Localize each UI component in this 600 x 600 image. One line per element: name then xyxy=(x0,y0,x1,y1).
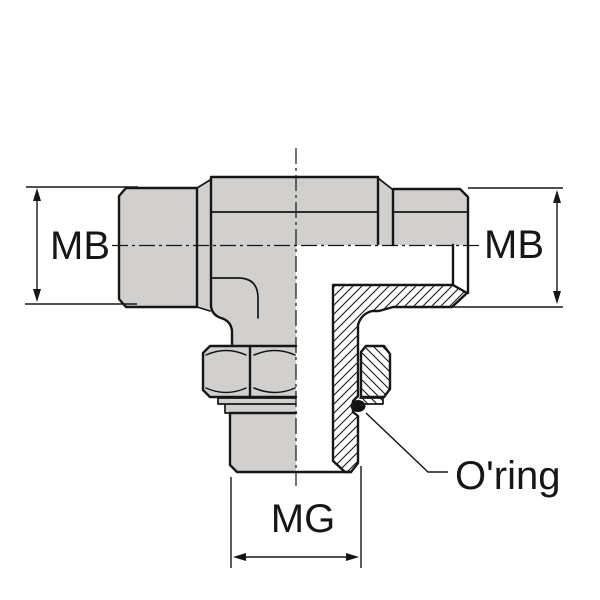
bold-outlines xyxy=(117,175,470,474)
tee-body xyxy=(211,177,378,346)
thin-lines xyxy=(205,349,296,394)
fitting-external-surfaces xyxy=(119,177,468,472)
locknut-outline xyxy=(201,344,298,399)
arrowhead-up xyxy=(553,190,561,203)
left-taper-edges xyxy=(196,179,211,312)
section-hatching xyxy=(333,285,467,472)
oring-callout xyxy=(365,412,448,473)
right-taper-edge xyxy=(377,177,393,190)
dimension-left-mb xyxy=(25,186,138,305)
washer-lower-external xyxy=(225,404,296,413)
right-male-port-outline xyxy=(391,187,470,295)
leader-line xyxy=(365,412,448,473)
body-neck-silhouette xyxy=(210,277,259,319)
oring-seal xyxy=(350,400,366,412)
centerlines xyxy=(112,148,480,486)
right-male-port-body xyxy=(393,189,468,245)
stud-external xyxy=(230,413,296,472)
arrowhead-down xyxy=(33,289,41,302)
oring-label: O'ring xyxy=(455,454,560,498)
locknut-section-outline xyxy=(359,344,392,399)
washer-upper-external xyxy=(218,398,296,404)
washer-section-hatch xyxy=(360,398,383,404)
washer-outline xyxy=(217,397,384,414)
arrowhead-up xyxy=(33,188,41,201)
left-male-port-body xyxy=(119,188,197,307)
locknut-chamfer-arcs xyxy=(205,349,296,394)
dimension-right-mb xyxy=(452,187,563,308)
body-top-outline xyxy=(209,175,380,348)
locknut-section-hatch xyxy=(361,346,390,397)
dimension-label-mb-left: MB xyxy=(50,224,110,268)
arrowhead-right xyxy=(346,553,359,561)
part-outlines xyxy=(117,175,470,474)
arrowhead-left xyxy=(233,553,246,561)
body-section-outline xyxy=(331,283,469,474)
dimension-mg xyxy=(230,466,362,568)
medium-lines xyxy=(196,177,469,414)
arrowhead-down xyxy=(553,291,561,304)
dimension-label-mg: MG xyxy=(271,497,335,541)
dimension-label-mb-right: MB xyxy=(484,223,544,267)
right-port-taper xyxy=(378,178,393,245)
body-section-hatch xyxy=(333,285,467,472)
